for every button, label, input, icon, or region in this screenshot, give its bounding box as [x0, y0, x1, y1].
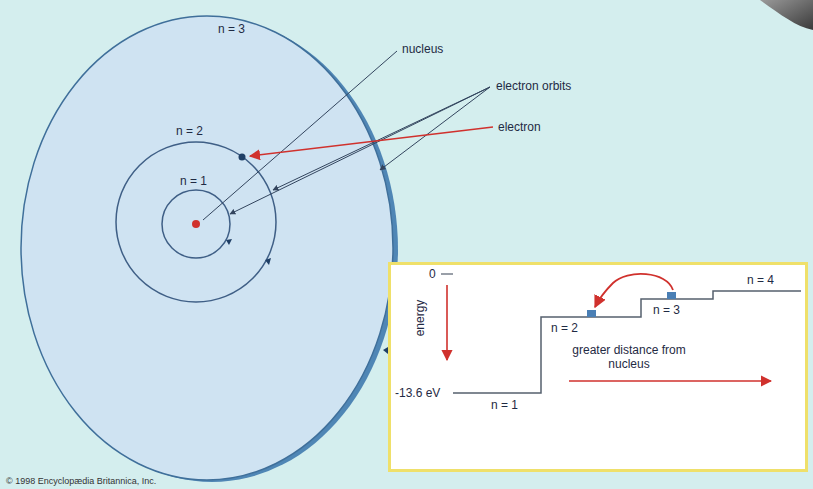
electron-marker: [667, 292, 676, 299]
level-label: n = 2: [551, 321, 578, 335]
orbit-label: n = 3: [218, 22, 245, 36]
copyright-note: © 1998 Encyclopædia Britannica, Inc.: [6, 474, 156, 488]
zero-tick: [441, 273, 453, 274]
orbit-n1: [162, 190, 230, 258]
orbit-n3: [21, 16, 393, 480]
level-label: n = 3: [653, 303, 680, 317]
energy-level-panel: 0energy -13.6 eV n = 1 n = 2 n = 3 n = 4 great…: [388, 262, 808, 472]
part-label: nucleus: [402, 42, 443, 56]
nucleus-dot: [192, 220, 200, 228]
orbit-label: n = 1: [180, 174, 207, 188]
distance-arrow: [569, 380, 771, 382]
leader-line: [273, 87, 490, 190]
leader-line: [230, 87, 490, 214]
orbit-arrowhead: [226, 239, 232, 245]
energy-value: -13.6 eV: [395, 386, 440, 400]
orbit-n2: [116, 142, 276, 302]
leader-line: [203, 51, 397, 220]
electron-dot: [239, 154, 246, 161]
axis-label: energy: [413, 293, 427, 343]
photo-fragment: [760, 0, 813, 30]
orbit-arrowhead: [265, 258, 271, 265]
orbit-label: n = 2: [176, 124, 203, 138]
part-label: electron orbits: [496, 79, 571, 93]
part-label: electron: [498, 120, 541, 134]
energy-staircase: [391, 265, 805, 469]
axis-caption: greater distance from nucleus: [569, 343, 689, 371]
energy-arrow: [446, 285, 448, 360]
level-label: n = 4: [747, 273, 774, 287]
leader-line: [380, 87, 490, 170]
level-label: n = 1: [491, 398, 518, 412]
transition-arrow: [595, 274, 673, 307]
axis-zero: 0: [429, 267, 436, 281]
electron-arrow: [250, 127, 493, 156]
energy-levels: [453, 291, 801, 393]
electron-marker: [587, 310, 596, 317]
